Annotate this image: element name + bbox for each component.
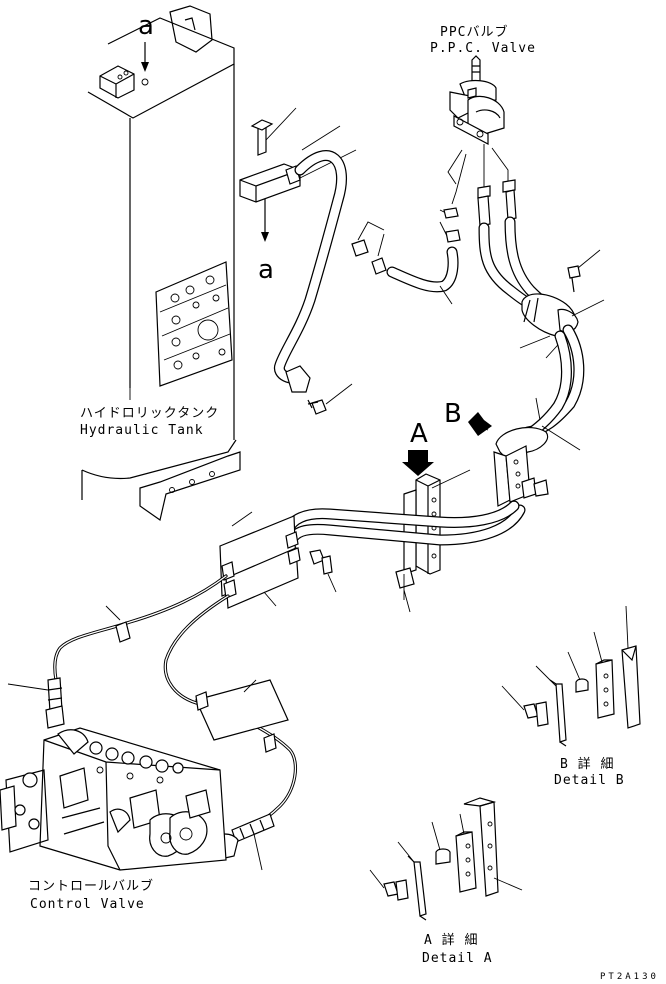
view-mark-a-top: a [138, 11, 154, 72]
svg-text:a: a [138, 11, 154, 41]
bracket-b-main [493, 426, 549, 507]
hydraulic-tank-label-en: Hydraulic Tank [80, 423, 204, 438]
hose-clamp-block [519, 249, 605, 359]
ppc-valve-label-en: P.P.C. Valve [430, 41, 536, 56]
ppc-hoses [447, 144, 550, 310]
bolt-panel [309, 549, 337, 593]
detail-b-label-jp: B 詳 細 [560, 756, 614, 772]
detail-b-label-en: Detail B [554, 773, 625, 788]
svg-text:B: B [444, 399, 462, 429]
hydraulic-tank [81, 5, 241, 522]
control-valve-label-en: Control Valve [30, 897, 145, 912]
hydraulic-tank-label-jp: ハイドロリックタンク [80, 406, 219, 421]
detail-b-view [501, 605, 641, 747]
control-valve-label-jp: コントロールバルブ [28, 878, 154, 894]
view-mark-a-bracket: A [402, 419, 434, 476]
control-valve [0, 727, 227, 871]
detail-a-label-en: Detail A [422, 951, 493, 966]
detail-a-label-jp: A 詳 細 [424, 932, 478, 948]
ppc-valve-label-jp: PPCバルブ [440, 24, 508, 40]
tank-fitting-block [239, 107, 357, 203]
view-mark-a-mid: a [258, 194, 274, 285]
ppc-valve [449, 55, 505, 145]
bolt-tank-bottom [307, 383, 353, 415]
svg-text:A: A [410, 419, 428, 449]
detail-a-view [369, 797, 523, 921]
svg-text:a: a [258, 255, 274, 285]
view-mark-b: B [444, 399, 492, 436]
tank-return-tube [273, 125, 347, 393]
short-hose-ppc [351, 207, 461, 305]
hose-protector-lower [195, 679, 289, 753]
drawing-reference: PT2A130 [600, 972, 659, 982]
main-pilot-hose [282, 500, 526, 546]
